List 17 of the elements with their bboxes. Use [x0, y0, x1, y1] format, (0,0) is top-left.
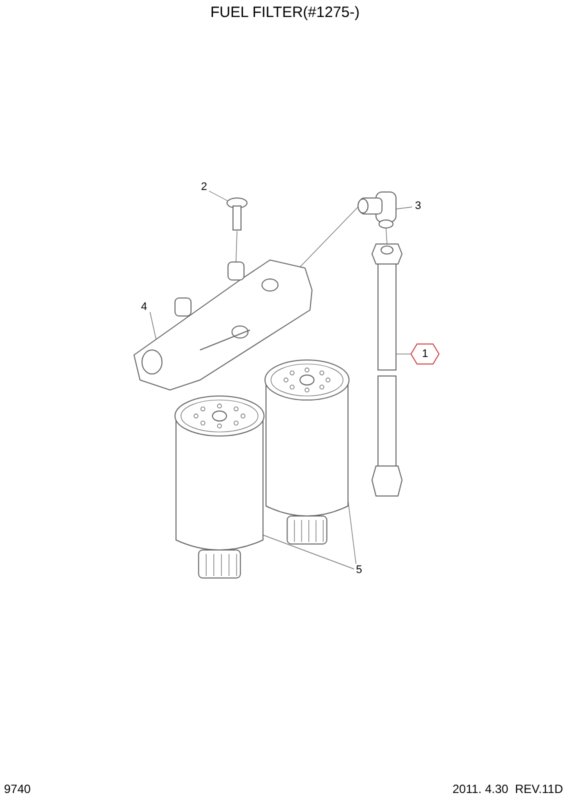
callout-number: 2 — [198, 180, 210, 195]
revision-date: 2011. 4.30 REV.11D — [452, 781, 563, 798]
leader-line — [396, 206, 412, 210]
assembly-line — [386, 228, 388, 244]
leader-line — [150, 312, 156, 340]
assembly-line — [300, 206, 358, 268]
callout-hexagon: 1 — [410, 343, 440, 365]
leader-line — [208, 190, 228, 202]
elbow-fitting-drawing — [356, 190, 398, 230]
callout-number: 3 — [412, 199, 424, 214]
bolt-drawing — [226, 197, 248, 231]
page-number: 9740 — [4, 781, 31, 798]
assembly-line — [236, 230, 238, 262]
leader-line — [262, 534, 354, 570]
diagram-title: FUEL FILTER(#1275-) — [209, 3, 361, 23]
callout-number: 4 — [138, 300, 150, 315]
callout-number: 5 — [353, 563, 365, 578]
